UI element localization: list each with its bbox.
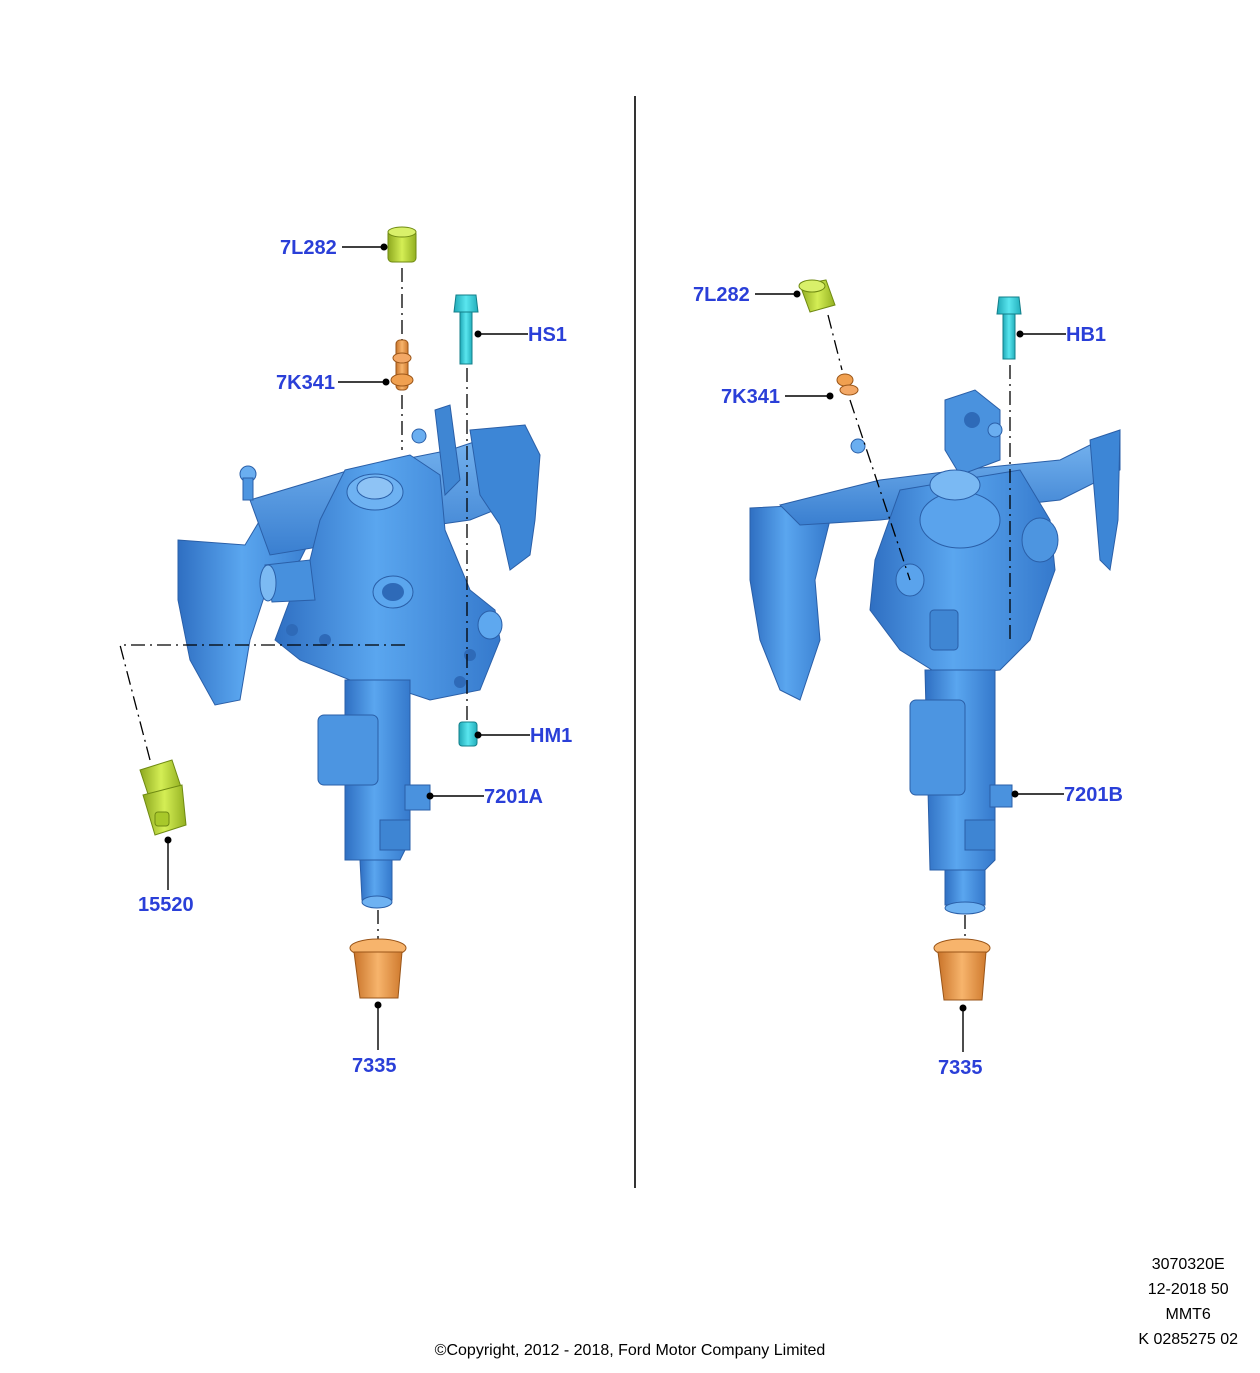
pin-7k341-right[interactable] xyxy=(836,373,859,396)
callout-hb1[interactable]: HB1 xyxy=(1066,324,1106,346)
callout-7l282-left[interactable]: 7L282 xyxy=(280,237,337,259)
cap-7l282-left[interactable] xyxy=(387,226,417,263)
model-code: MMT6 xyxy=(1165,1306,1211,1323)
seal-7335-left[interactable] xyxy=(349,938,407,999)
callout-15520[interactable]: 15520 xyxy=(138,894,194,916)
copyright-notice: ©Copyright, 2012 - 2018, Ford Motor Comp… xyxy=(0,1342,1260,1360)
cap-7l282-right[interactable] xyxy=(798,279,836,313)
drawing-number: 3070320E xyxy=(1151,1256,1225,1273)
callout-7201b[interactable]: 7201B xyxy=(1064,784,1123,806)
copyright-text: ©Copyright, 2012 - 2018, Ford Motor Comp… xyxy=(434,1342,826,1359)
callout-7l282-right[interactable]: 7L282 xyxy=(693,284,750,306)
bolt-hb1[interactable] xyxy=(996,296,1022,360)
housing-7201a-part[interactable] xyxy=(177,404,541,909)
switch-15520[interactable] xyxy=(139,759,187,836)
reference-code: K 0285275 02 xyxy=(1138,1331,1238,1348)
callout-hs1[interactable]: HS1 xyxy=(528,324,567,346)
nut-hm1[interactable] xyxy=(458,721,478,747)
drawing-reference-block: 3070320E 12-2018 50 MMT6 K 0285275 02 xyxy=(1138,1252,1238,1352)
callout-7335-right[interactable]: 7335 xyxy=(938,1057,983,1079)
callout-7k341-right[interactable]: 7K341 xyxy=(721,386,780,408)
drawing-date: 12-2018 50 xyxy=(1147,1281,1229,1298)
callout-7201a[interactable]: 7201A xyxy=(484,786,543,808)
callout-hm1[interactable]: HM1 xyxy=(530,725,572,747)
bolt-hs1[interactable] xyxy=(453,294,479,365)
pin-7k341-left[interactable] xyxy=(390,339,414,391)
right-view: 7L282 7K341 HB1 7201B 7335 xyxy=(693,279,1123,1079)
seal-7335-right[interactable] xyxy=(933,938,991,1001)
callout-7k341-left[interactable]: 7K341 xyxy=(276,372,335,394)
housing-7201b-part[interactable] xyxy=(749,389,1121,915)
callout-7335-left[interactable]: 7335 xyxy=(352,1055,397,1077)
left-view: 7L282 7K341 HS1 HM1 15520 7201A 7335 xyxy=(119,226,572,1077)
